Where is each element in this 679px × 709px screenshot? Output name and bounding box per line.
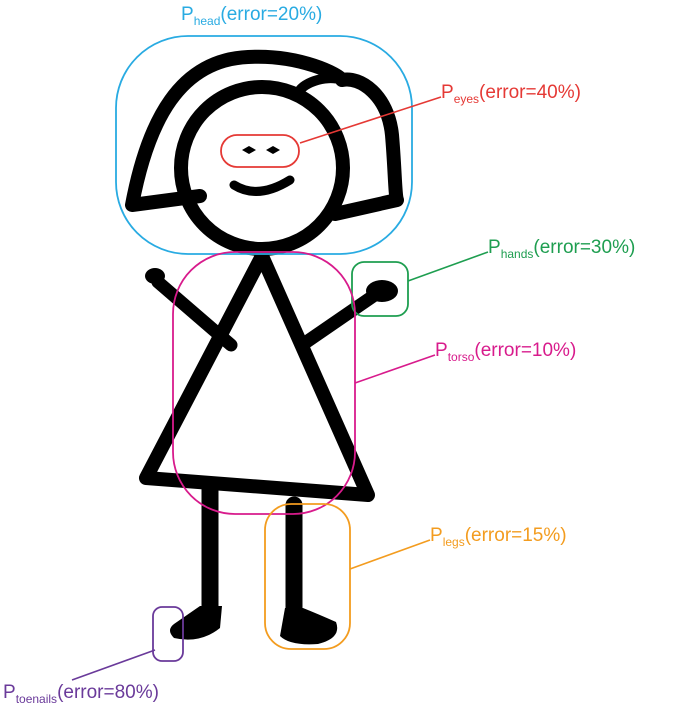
head-label: Phead(error=20%) — [181, 4, 322, 28]
stick-figure — [125, 49, 404, 627]
legs-label: Plegs(error=15%) — [430, 525, 567, 549]
torso-leader-line — [354, 354, 436, 384]
torso-dress — [139, 249, 375, 502]
eyes-region-box — [220, 134, 300, 168]
left-eye — [242, 146, 256, 154]
hands-region-box — [351, 261, 409, 317]
eyes-leader-line — [299, 96, 442, 144]
right-hand — [366, 280, 398, 302]
legs-region-box — [264, 503, 351, 650]
right-eye — [266, 146, 280, 154]
torso-label: Ptorso(error=10%) — [435, 340, 576, 364]
toenails-region-box — [152, 606, 184, 662]
left-foot — [170, 606, 222, 640]
smile — [229, 175, 295, 196]
toenails-leader-line — [71, 649, 156, 681]
left-hand — [145, 268, 165, 284]
face — [174, 80, 350, 256]
toenails-label: Ptoenails(error=80%) — [3, 682, 159, 706]
eyes-label: Peyes(error=40%) — [441, 82, 581, 106]
head-region-box — [115, 35, 413, 255]
hands-label: Phands(error=30%) — [488, 237, 635, 261]
figure-solids — [145, 146, 398, 645]
right-foot — [280, 608, 338, 645]
hands-leader-line — [407, 251, 489, 282]
right-arm — [295, 283, 389, 352]
legs-leader-line — [349, 539, 431, 570]
